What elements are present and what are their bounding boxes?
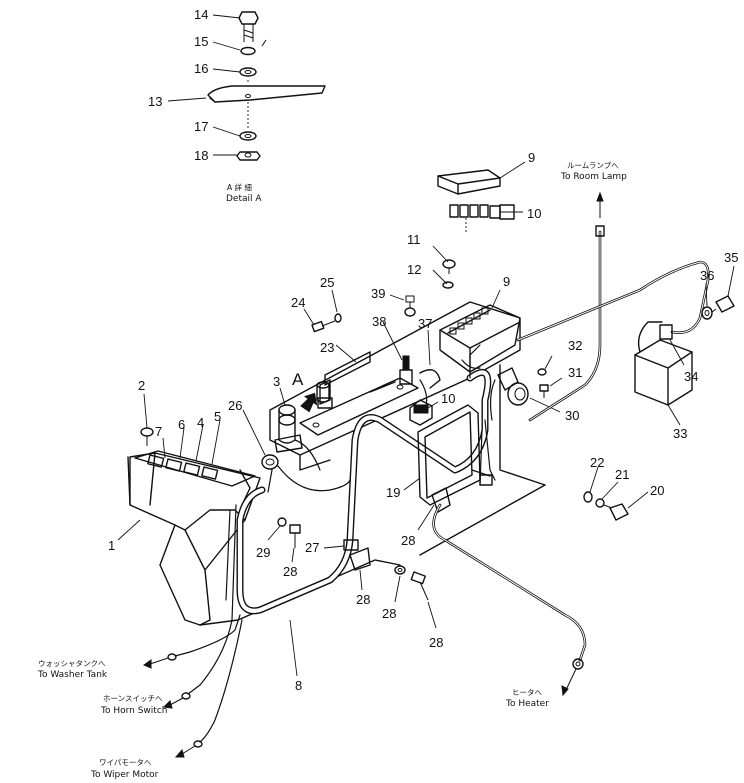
callout-27: 26 [228, 398, 242, 413]
heater-label-jp: ヒータへ [512, 688, 542, 697]
relay-panel: 10 19 [386, 391, 493, 506]
flasher-unit-group: 34 33 36 35 [516, 250, 738, 441]
callout-31: 28 [283, 564, 297, 579]
callout-8: 8 [295, 678, 302, 693]
callout-2: 2 [138, 378, 145, 393]
callout-18: 17 [194, 119, 208, 134]
view-letter-a: A [292, 370, 304, 389]
callout-17: 16 [194, 61, 208, 76]
callout-36: 33 [673, 426, 687, 441]
callout-9-cover: 9 [528, 150, 535, 165]
callout-28c: 28 [401, 533, 415, 548]
callout-29: 28 [429, 635, 443, 650]
heater-wire: ヒータへ To Heater [432, 503, 587, 709]
detail-a-caption-jp: A 詳 細 [227, 182, 252, 192]
callout-22: 21 [615, 467, 629, 482]
detail-a-view: 14 15 16 13 17 18 A 詳 細 Detail A [148, 7, 326, 204]
wiper-motor-label: To Wiper Motor [90, 770, 159, 780]
callout-7: 7 [155, 424, 162, 439]
callout-35: 32 [568, 338, 582, 353]
console-callouts: 2 7 6 4 5 1 [108, 378, 221, 553]
callout-14: 13 [148, 94, 162, 109]
callout-28a: 27 [305, 540, 319, 555]
callout-26: 25 [320, 275, 334, 290]
callout-28b: 28 [356, 592, 370, 607]
callout-30: 28 [382, 606, 396, 621]
callout-3: 3 [273, 374, 280, 389]
callout-16: 15 [194, 34, 208, 49]
callout-25: 24 [291, 295, 305, 310]
key-switch-group: A 3 26 [228, 370, 351, 493]
screw-25-26: 24 25 [291, 275, 342, 333]
callout-38: 35 [724, 250, 738, 265]
harness-mounts: 27 28 28 28 28 29 28 8 [256, 487, 451, 693]
callout-23: 22 [590, 455, 604, 470]
detail-a-caption: Detail A [226, 194, 262, 204]
washer-tank-label: To Washer Tank [37, 670, 108, 680]
callout-11: 10 [441, 391, 455, 406]
callout-33: 30 [565, 408, 579, 423]
washer-tank-label-jp: ウォッシャタンクへ [38, 659, 106, 668]
callout-24: 23 [320, 340, 334, 355]
room-lamp-wire: ルームランプへ To Room Lamp [528, 161, 627, 422]
room-lamp-label: To Room Lamp [560, 172, 627, 182]
horn-switch-label: To Horn Switch [100, 706, 167, 716]
callout-13: 12 [407, 262, 421, 277]
callout-9-box: 9 [503, 274, 510, 289]
callout-4: 4 [197, 415, 204, 430]
heater-label: To Heater [505, 699, 549, 709]
horn-switch-label-jp: ホーンスイッチへ [103, 694, 163, 703]
callout-37: 34 [684, 369, 698, 384]
bolt-21-23: 22 21 20 [583, 455, 664, 521]
callout-6: 6 [178, 417, 185, 432]
callout-40: 37 [418, 316, 432, 331]
callout-20: 19 [386, 485, 400, 500]
callout-21: 20 [650, 483, 664, 498]
callout-10: 10 [527, 206, 541, 221]
callout-42: 39 [371, 286, 385, 301]
callout-12: 11 [407, 232, 421, 247]
callout-39: 36 [700, 268, 714, 283]
fuse-10 [499, 204, 515, 220]
lower-left-wires: ウォッシャタンクへ To Washer Tank ホーンスイッチへ To Hor… [37, 504, 243, 780]
callout-19: 18 [194, 148, 208, 163]
room-lamp-label-jp: ルームランプへ [567, 161, 619, 170]
callout-32: 29 [256, 545, 270, 560]
callout-5: 5 [214, 409, 221, 424]
callout-15: 14 [194, 7, 208, 22]
switch-plate-group: 23 38 39 37 [299, 286, 441, 436]
fuse-box-group: 9 10 11 12 9 [407, 150, 541, 373]
callout-1: 1 [108, 538, 115, 553]
wiper-motor-label-jp: ワイパモータへ [99, 758, 152, 767]
lamp-socket-group: 30 32 31 [489, 338, 582, 423]
callout-34: 31 [568, 365, 582, 380]
callout-41: 38 [372, 314, 386, 329]
